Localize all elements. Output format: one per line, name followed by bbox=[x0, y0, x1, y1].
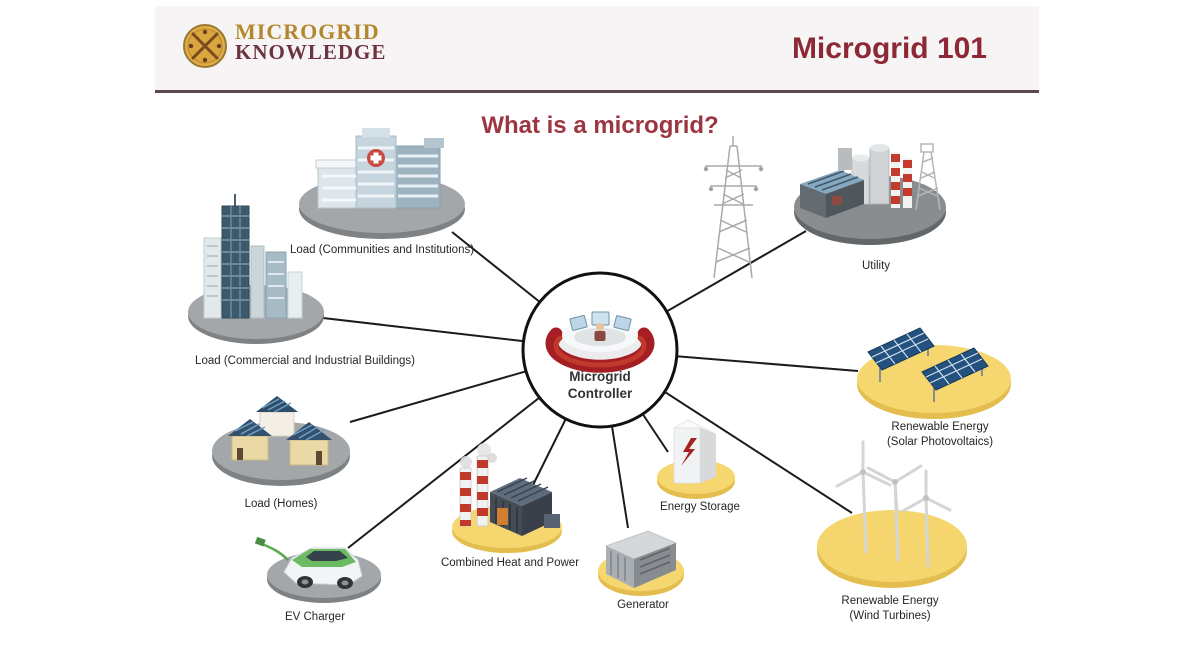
skyscrapers-icon bbox=[203, 194, 303, 319]
node-chp bbox=[452, 443, 562, 553]
battery-storage-icon bbox=[672, 419, 717, 484]
node-solar bbox=[857, 327, 1011, 419]
label-storage: Energy Storage bbox=[660, 501, 740, 513]
label-homes: Load (Homes) bbox=[244, 498, 318, 510]
label-ev: EV Charger bbox=[284, 611, 346, 623]
microgrid-controller bbox=[521, 271, 679, 429]
label-solar-line1: Renewable Energy bbox=[891, 421, 989, 433]
electric-car-icon bbox=[254, 536, 363, 589]
wind-turbines-icon bbox=[835, 440, 952, 568]
transmission-tower-icon bbox=[703, 136, 764, 279]
label-controller: Microgrid Controller bbox=[568, 368, 633, 402]
node-wind bbox=[817, 440, 967, 588]
node-homes bbox=[212, 396, 350, 486]
label-wind-line1: Renewable Energy bbox=[841, 595, 939, 607]
label-controller-line2: Controller bbox=[567, 386, 633, 401]
node-utility bbox=[794, 143, 946, 245]
control-room-monitors-icon bbox=[569, 311, 632, 341]
label-commercial: Load (Commercial and Industrial Building… bbox=[195, 355, 415, 367]
diagram-question-title: What is a microgrid? bbox=[481, 112, 719, 139]
label-generator: Generator bbox=[617, 599, 669, 611]
houses-icon bbox=[228, 396, 332, 466]
compass-badge-icon bbox=[183, 24, 227, 68]
label-chp: Combined Heat and Power bbox=[440, 557, 580, 569]
node-ev-charger bbox=[254, 536, 381, 603]
logo-line1: MICROGRID bbox=[235, 19, 380, 44]
node-commercial bbox=[188, 194, 324, 344]
generator-icon bbox=[604, 530, 678, 588]
header-band: MICROGRID KNOWLEDGE Microgrid 101 bbox=[155, 6, 1039, 93]
label-controller-line1: Microgrid bbox=[569, 369, 631, 384]
label-wind: Renewable Energy (Wind Turbines) bbox=[841, 594, 938, 624]
label-wind-line2: (Wind Turbines) bbox=[849, 610, 931, 622]
hospital-icon bbox=[315, 128, 444, 209]
node-communities bbox=[299, 128, 465, 239]
solar-panels-icon bbox=[867, 327, 989, 402]
label-solar: Renewable Energy (Solar Photovoltaics) bbox=[887, 420, 993, 450]
page-title: Microgrid 101 bbox=[791, 32, 987, 65]
node-energy-storage bbox=[657, 419, 735, 499]
logo-line2: KNOWLEDGE bbox=[235, 40, 387, 64]
chp-plant-icon bbox=[459, 443, 560, 536]
logo: MICROGRID KNOWLEDGE bbox=[183, 19, 387, 68]
node-generator bbox=[598, 530, 684, 596]
power-plant-icon bbox=[800, 143, 941, 218]
label-utility: Utility bbox=[861, 260, 891, 272]
label-communities: Load (Communities and Institutions) bbox=[289, 244, 475, 256]
label-solar-line2: (Solar Photovoltaics) bbox=[886, 436, 994, 448]
logo-wordmark: MICROGRID KNOWLEDGE bbox=[235, 19, 387, 64]
